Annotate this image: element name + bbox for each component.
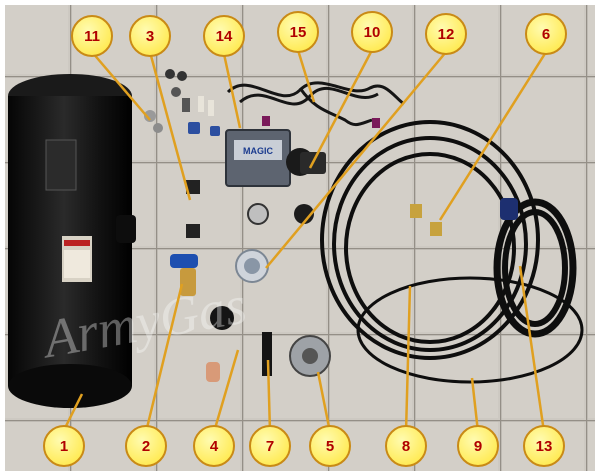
- reducer: [286, 148, 326, 176]
- callout-15: 15: [277, 11, 319, 53]
- callout-4: 4: [193, 425, 235, 467]
- callout-2: 2: [125, 425, 167, 467]
- svg-text:11: 11: [84, 28, 100, 45]
- ecu-label: MAGIC: [243, 146, 273, 156]
- callout-7: 7: [249, 425, 291, 467]
- callout-11: 11: [71, 15, 113, 57]
- svg-text:7: 7: [266, 438, 274, 455]
- svg-text:13: 13: [536, 438, 553, 455]
- fittings: [144, 69, 220, 136]
- callout-1: 1: [43, 425, 85, 467]
- svg-text:1: 1: [60, 438, 68, 455]
- pipe-coils: [320, 120, 584, 384]
- callout-5: 5: [309, 425, 351, 467]
- svg-text:6: 6: [542, 26, 550, 43]
- callout-9: 9: [457, 425, 499, 467]
- callout-13: 13: [523, 425, 565, 467]
- callout-12: 12: [425, 13, 467, 55]
- callout-14: 14: [203, 15, 245, 57]
- svg-text:9: 9: [474, 438, 482, 455]
- svg-text:15: 15: [290, 24, 307, 41]
- callout-8: 8: [385, 425, 427, 467]
- svg-text:4: 4: [210, 438, 219, 455]
- svg-text:8: 8: [402, 438, 410, 455]
- gas-tank: [8, 74, 136, 408]
- svg-text:2: 2: [142, 438, 150, 455]
- callout-leaders: [62, 49, 548, 433]
- callout-10: 10: [351, 11, 393, 53]
- callout-6: 6: [525, 13, 567, 55]
- svg-text:14: 14: [216, 28, 233, 45]
- ecu-box: MAGIC: [225, 129, 291, 187]
- svg-text:10: 10: [364, 24, 381, 41]
- svg-text:12: 12: [438, 26, 455, 43]
- svg-text:5: 5: [326, 438, 334, 455]
- wiring-harness: [226, 81, 405, 127]
- callouts: 11 3 14 15 10 12 6 1: [43, 11, 567, 467]
- svg-text:3: 3: [146, 28, 154, 45]
- callout-3: 3: [129, 15, 171, 57]
